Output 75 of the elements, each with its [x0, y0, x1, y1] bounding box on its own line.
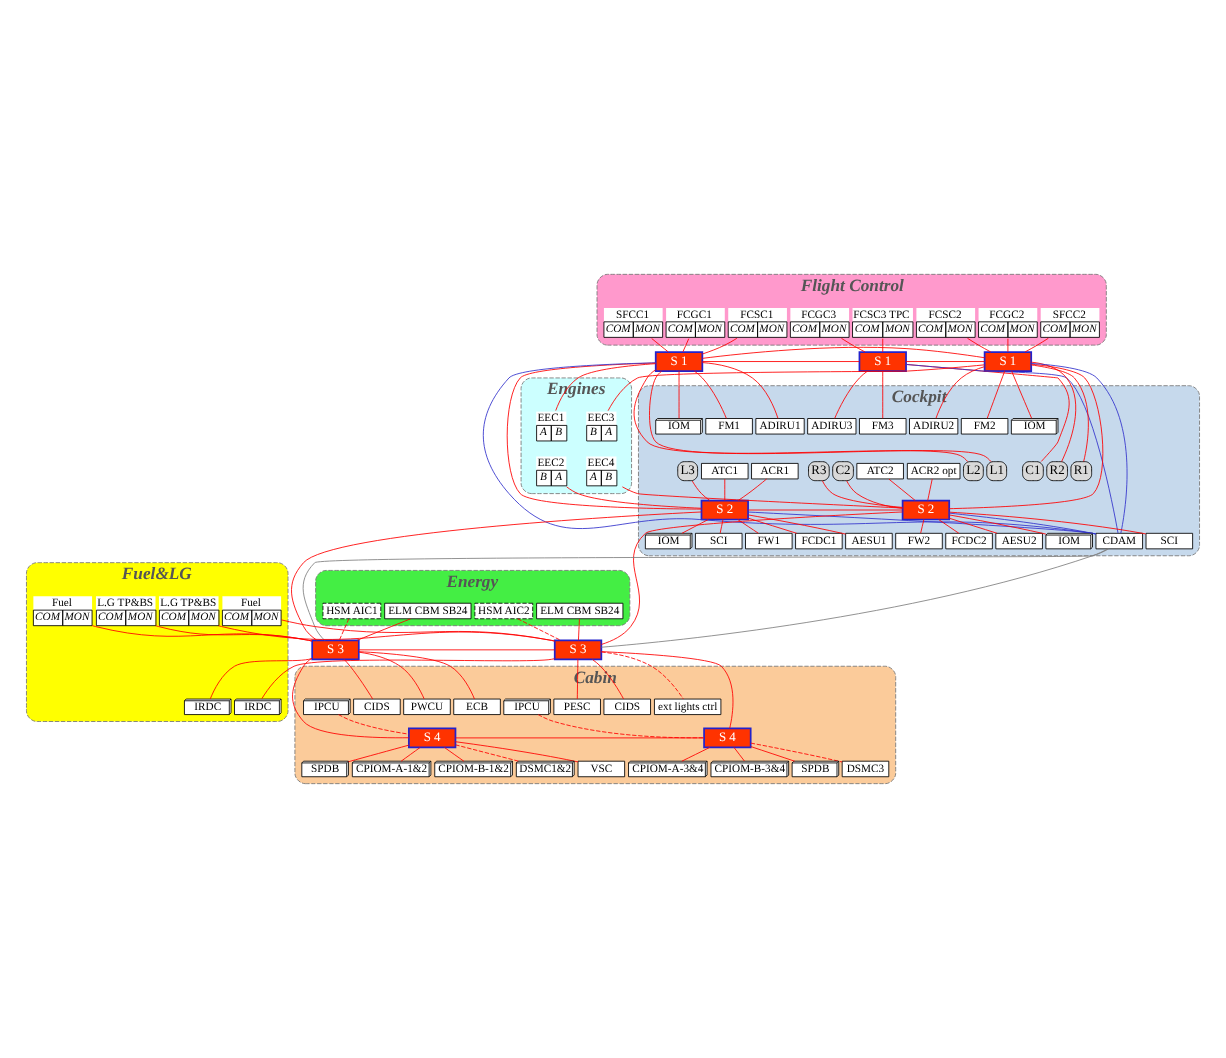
connector: [1007, 338, 1009, 353]
connector: [209, 658, 313, 700]
connector: [218, 625, 555, 642]
connector: [702, 346, 985, 359]
connector: [882, 338, 884, 353]
connector: [691, 480, 711, 501]
connector: [338, 714, 410, 735]
connector: [747, 509, 903, 511]
connector: [747, 514, 847, 535]
connector: [949, 517, 998, 534]
connector: [455, 744, 519, 762]
connector: [1031, 364, 1089, 462]
connector: [747, 511, 1097, 535]
connector: [747, 517, 798, 534]
connector: [750, 742, 843, 763]
connector: [400, 746, 421, 762]
connector: [621, 486, 903, 509]
connector: [1031, 363, 1128, 534]
connector: [348, 744, 410, 763]
connector: [343, 658, 374, 700]
connector: [920, 519, 925, 534]
connector: [537, 714, 705, 739]
connector: [566, 486, 702, 509]
connector: [967, 337, 992, 353]
connector: [578, 618, 580, 641]
connector: [737, 519, 759, 534]
connector: [358, 651, 475, 700]
connector: [455, 741, 579, 763]
connector: [882, 370, 884, 419]
connector: [834, 370, 868, 419]
connector: [986, 370, 1006, 419]
connector: [905, 361, 985, 362]
connector: [841, 337, 866, 353]
connector: [651, 338, 669, 353]
connector: [601, 511, 903, 645]
connector: [750, 746, 796, 762]
connector: [358, 649, 555, 651]
connector: [91, 625, 313, 642]
connector: [681, 746, 711, 762]
connector: [938, 519, 960, 534]
connector: [601, 548, 1109, 648]
connector: [927, 478, 933, 501]
connector: [949, 514, 1047, 535]
connector: [948, 512, 1097, 535]
connector: [1024, 337, 1049, 353]
connector: [1030, 361, 1077, 462]
connector: [517, 618, 562, 641]
connector: [702, 362, 779, 419]
connector: [821, 480, 903, 508]
connector: [292, 657, 410, 739]
connector: [338, 618, 350, 641]
connector: [302, 548, 1109, 641]
connector: [733, 746, 745, 762]
connector: [702, 337, 738, 355]
connector: [888, 478, 916, 501]
connector: [356, 618, 411, 641]
connector: [737, 478, 767, 501]
connector: [702, 361, 860, 362]
connector: [607, 364, 985, 412]
connector: [291, 511, 702, 641]
connector: [681, 519, 709, 534]
connector: [1011, 370, 1033, 419]
connector: [455, 737, 705, 739]
connector: [678, 370, 680, 419]
connector: [601, 651, 684, 700]
connector: [935, 366, 985, 419]
connector: [443, 746, 465, 762]
connector: [719, 519, 724, 534]
connector: [949, 511, 1147, 535]
connector: [261, 658, 555, 700]
connector: [693, 370, 727, 419]
connector: [682, 338, 690, 353]
connector: [724, 478, 726, 501]
connector: [358, 651, 425, 700]
connector: [948, 363, 1104, 510]
